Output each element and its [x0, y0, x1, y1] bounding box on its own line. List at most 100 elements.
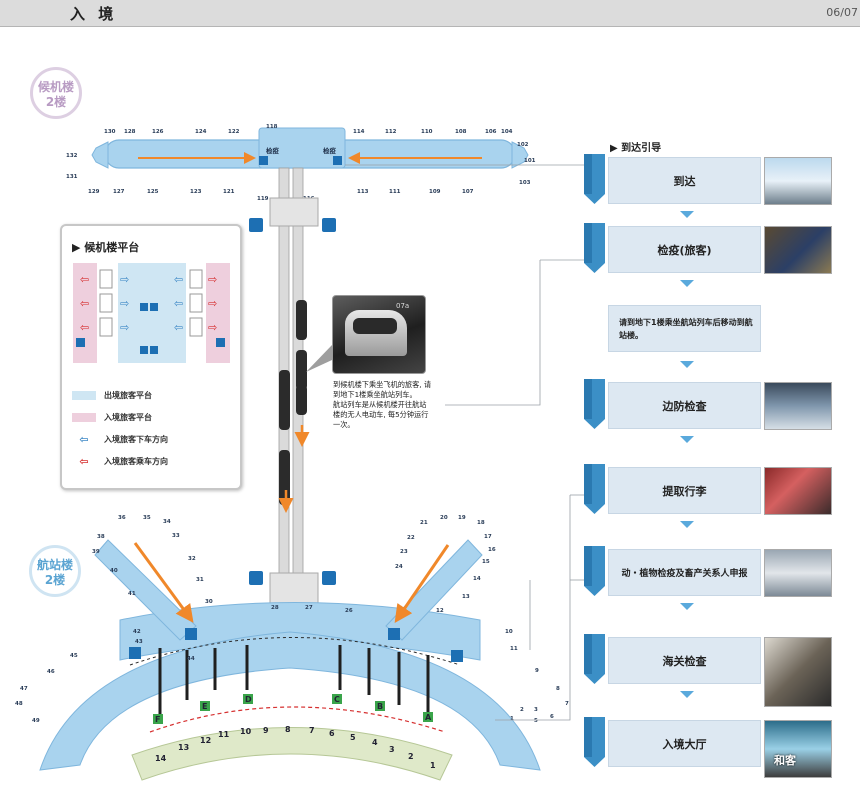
zone-marker — [200, 701, 210, 711]
step-tab — [584, 634, 605, 684]
gate-number: 12 — [436, 608, 444, 614]
gate-number: 17 — [484, 534, 492, 540]
zone-letter: A — [425, 713, 432, 722]
page-title: 入 境 — [70, 5, 118, 23]
guide-step: 到达 — [608, 157, 761, 204]
gate-number: 30 — [205, 599, 213, 605]
counter-number: 4 — [372, 738, 378, 747]
step-tab — [584, 717, 605, 767]
elevator-icon — [249, 571, 263, 585]
gate-number: 31 — [196, 577, 204, 583]
counter-number: 1 — [430, 761, 436, 770]
zone-marker — [332, 694, 342, 704]
gate-number: 20 — [440, 515, 448, 521]
gate-number: 1 — [510, 716, 514, 722]
gate-number: 18 — [477, 520, 485, 526]
guide-step-label: 海关检查 — [662, 654, 707, 668]
gate-number: 126 — [152, 129, 164, 135]
quarantine-label-left: 检疫 — [266, 146, 280, 155]
airport-map: 检疫 检疫 118 119 116 1301281261241221321311… — [15, 124, 585, 781]
zone-letter: D — [245, 695, 252, 704]
gate-number: 32 — [188, 556, 196, 562]
gate-number: 44 — [187, 656, 195, 662]
step-arrow-icon — [680, 521, 694, 528]
step-photo — [764, 637, 832, 707]
gate-number: 41 — [128, 591, 136, 597]
platform-title: 候机楼平台 — [84, 241, 140, 254]
gate-number: 131 — [66, 174, 78, 180]
gate-number: 109 — [429, 189, 441, 195]
step-photo — [764, 720, 832, 778]
quarantine-icon — [333, 156, 342, 165]
train-tunnel — [249, 167, 336, 629]
svg-text:⇦: ⇦ — [174, 273, 183, 286]
gate-number: 9 — [535, 668, 539, 674]
gate-number: 49 — [32, 718, 40, 724]
gate-number: 114 — [353, 129, 365, 135]
counter-number: 13 — [178, 743, 189, 752]
guide-step-label: 到达 — [673, 174, 696, 188]
counter-number: 7 — [309, 726, 315, 735]
guide-step-label: 入境大厅 — [662, 737, 707, 751]
gate-number: 47 — [20, 686, 28, 692]
zone-marker — [375, 701, 385, 711]
gate-number: 21 — [420, 520, 428, 526]
counter-number: 9 — [263, 726, 269, 735]
guide-connectors — [345, 164, 585, 721]
svg-text:⇨: ⇨ — [208, 273, 217, 286]
train-photo: 07a — [332, 295, 426, 374]
guide-step: 提取行李 — [608, 467, 761, 514]
train-note: 到候机楼下乘坐飞机的旅客, 请到地下1楼乘坐航站列车。 航站列车是从候机楼开往航… — [333, 380, 432, 429]
counter-number: 5 — [350, 733, 356, 742]
zone-marker — [243, 694, 253, 704]
gate-number: 39 — [92, 549, 100, 555]
svg-text:⇦: ⇦ — [80, 273, 89, 286]
legend-alight-direction: ⇦入境旅客下车方向 — [72, 433, 168, 446]
pier-arrow-left — [133, 542, 194, 623]
gate-number: 112 — [385, 129, 397, 135]
step-arrow-icon — [680, 691, 694, 698]
step-tab — [584, 154, 605, 204]
gate-number: 45 — [70, 653, 78, 659]
train-photo-label: 07a — [396, 302, 410, 310]
gate-number: 2 — [520, 707, 524, 713]
gate-number: 130 — [104, 129, 116, 135]
gate-number: 106 — [485, 129, 497, 135]
gate-number: 33 — [172, 533, 180, 539]
svg-text:⇨: ⇨ — [120, 321, 129, 334]
arrow-left-icon: ⇦ — [79, 455, 89, 468]
gate-number: 23 — [400, 549, 408, 555]
counter-number: 12 — [200, 736, 211, 745]
gate-number: 43 — [135, 639, 143, 645]
gate-number: 101 — [524, 158, 536, 164]
gate-number: 110 — [421, 129, 433, 135]
platform-diagram: ⇦ ⇦ ⇦ ⇨ ⇨ ⇨ ⇨ ⇨ ⇨ ⇦ ⇦ ⇦ — [73, 263, 230, 363]
gate-number: 129 — [88, 189, 100, 195]
gate-number: 124 — [195, 129, 207, 135]
step-tab — [584, 464, 605, 514]
gate-number: 104 — [501, 129, 513, 135]
zone-letter: C — [334, 695, 340, 704]
gate-number: 108 — [455, 129, 467, 135]
guide-step-label: 检疫(旅客) — [657, 243, 712, 257]
guide-step: 动・植物检疫及畜产关系人申报 — [608, 549, 761, 596]
gate-number: 5 — [534, 718, 538, 724]
gate-number: 15 — [482, 559, 490, 565]
gate-number: 19 — [458, 515, 466, 521]
terminal2-label: 候机楼 2楼 — [30, 67, 82, 119]
counter-number: 6 — [329, 729, 335, 738]
svg-text:⇦: ⇦ — [80, 321, 89, 334]
svg-text:⇦: ⇦ — [80, 297, 89, 310]
guide-step-label: 边防检查 — [662, 399, 707, 413]
gate-number: 102 — [517, 142, 529, 148]
svg-text:⇦: ⇦ — [174, 297, 183, 310]
gate-number: 7 — [565, 701, 569, 707]
svg-text:⇨: ⇨ — [208, 321, 217, 334]
gate-number: 8 — [556, 686, 560, 692]
zone-letter: B — [377, 702, 383, 711]
gate-number: 40 — [110, 568, 118, 574]
gate-number: 113 — [357, 189, 369, 195]
gate-number: 103 — [519, 180, 531, 186]
terminal1-label: 航站楼 2楼 — [29, 545, 81, 597]
gate-number: 27 — [305, 605, 313, 611]
